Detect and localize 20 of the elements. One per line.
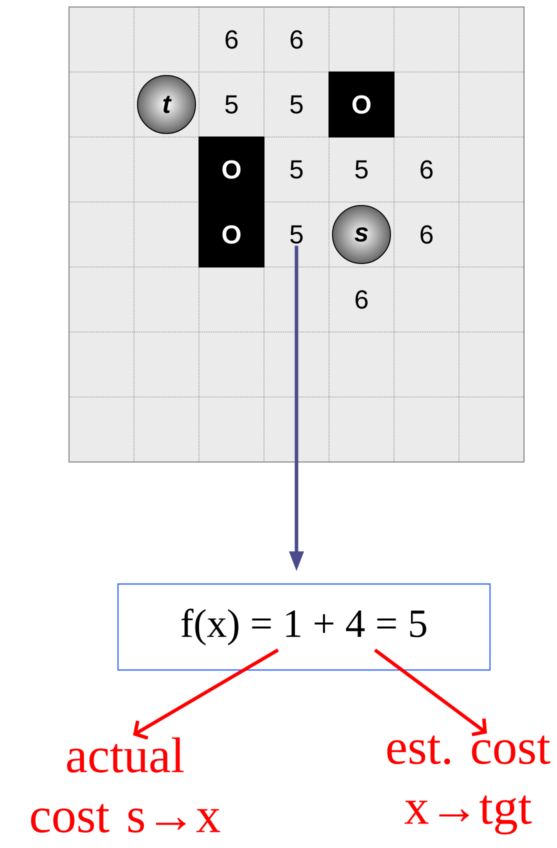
cost-label: est. cost x→tgt	[387, 736, 550, 834]
cost-number: 5	[290, 95, 303, 114]
node-label: O	[222, 160, 241, 179]
cost-label: actual cost s→x	[31, 737, 220, 833]
cost-number: 6	[226, 30, 238, 49]
arrow	[133, 648, 279, 740]
node-label: O	[222, 225, 241, 244]
cost-number: 5	[225, 95, 238, 114]
cost-number: 5	[290, 225, 303, 244]
arrow	[374, 648, 487, 736]
obstacle-cell: O	[198, 202, 264, 268]
formula-box: f(x) = 1 + 4 = 5	[117, 583, 491, 671]
obstacle-cell: O	[198, 136, 264, 202]
cost-number: 5	[355, 160, 368, 179]
cost-number: 6	[420, 225, 433, 244]
cost-number: 6	[290, 30, 303, 49]
obstacle-cell: O	[328, 72, 394, 138]
cost-number: 6	[420, 160, 433, 179]
cost-number: 6	[356, 290, 368, 309]
cost-number: 5	[290, 160, 303, 179]
